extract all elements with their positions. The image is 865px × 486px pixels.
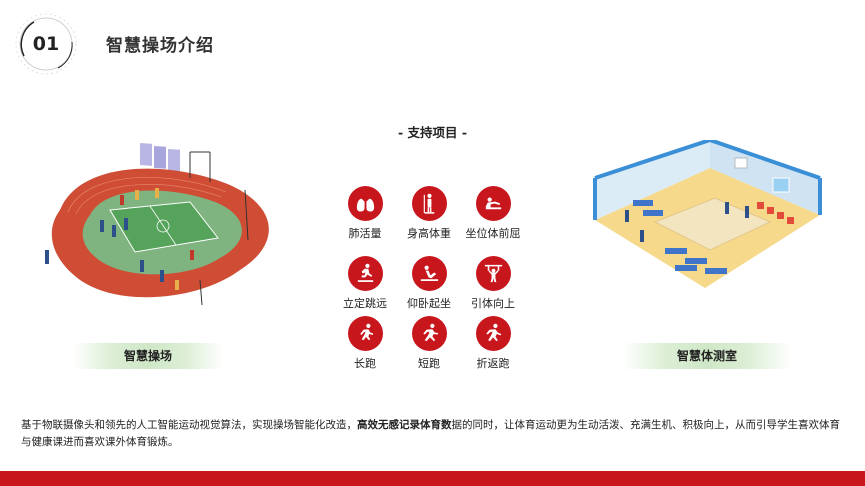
item-label: 身高体重 — [407, 227, 451, 240]
item-sit-and-reach: 坐位体前屈 — [461, 186, 525, 241]
sit-reach-icon — [475, 186, 511, 221]
item-label: 坐位体前屈 — [465, 227, 521, 240]
item-sit-up: 仰卧起坐 — [397, 256, 461, 311]
sit-up-icon — [411, 256, 447, 291]
runner-icon — [347, 316, 383, 351]
item-label: 短跑 — [418, 357, 440, 370]
description-text: 基于物联摄像头和领先的人工智能运动视觉算法，实现操场智能化改造， — [21, 419, 357, 431]
height-weight-icon — [411, 186, 447, 221]
item-label: 折返跑 — [476, 357, 510, 370]
fitness-test-room-illustration — [585, 137, 825, 290]
badge-ring-icon — [15, 13, 77, 75]
sprinter-icon — [411, 316, 447, 351]
item-label: 仰卧起坐 — [407, 297, 451, 310]
section-number-badge: 01 — [14, 12, 78, 76]
item-height-weight: 身高体重 — [397, 186, 461, 241]
item-standing-long-jump: 立定跳远 — [333, 256, 397, 311]
lungs-icon — [347, 186, 383, 221]
item-label: 立定跳远 — [343, 297, 387, 310]
item-shuttle-run: 折返跑 — [461, 316, 525, 371]
smart-playground-illustration — [40, 130, 280, 330]
item-label: 长跑 — [354, 357, 376, 370]
item-pull-up: 引体向上 — [461, 256, 525, 311]
description-paragraph: 基于物联摄像头和领先的人工智能运动视觉算法，实现操场智能化改造，高效无感记录体育… — [21, 417, 846, 451]
shuttle-run-icon — [475, 316, 511, 351]
smart-playground-caption: 智慧操场 — [73, 343, 223, 369]
item-label: 肺活量 — [348, 227, 382, 240]
long-jump-icon — [347, 256, 383, 291]
description-highlight: 高效无感记录体育数 — [357, 419, 452, 431]
bottom-accent-bar — [0, 471, 865, 486]
section-number: 01 — [32, 33, 60, 55]
fitness-test-room-caption: 智慧体测室 — [623, 343, 791, 369]
item-long-distance-run: 长跑 — [333, 316, 397, 371]
supported-items-title: - 支持项目 - — [397, 125, 468, 140]
item-sprint: 短跑 — [397, 316, 461, 371]
page-title: 智慧操场介绍 — [106, 36, 214, 56]
pull-up-icon — [475, 256, 511, 291]
item-label: 引体向上 — [471, 297, 515, 310]
description-text: 据的同时，让体育运动更为生动活泼、充满生机、积极向上，从而引导学生喜欢体育与健康… — [21, 419, 840, 448]
item-lung-capacity: 肺活量 — [333, 186, 397, 241]
